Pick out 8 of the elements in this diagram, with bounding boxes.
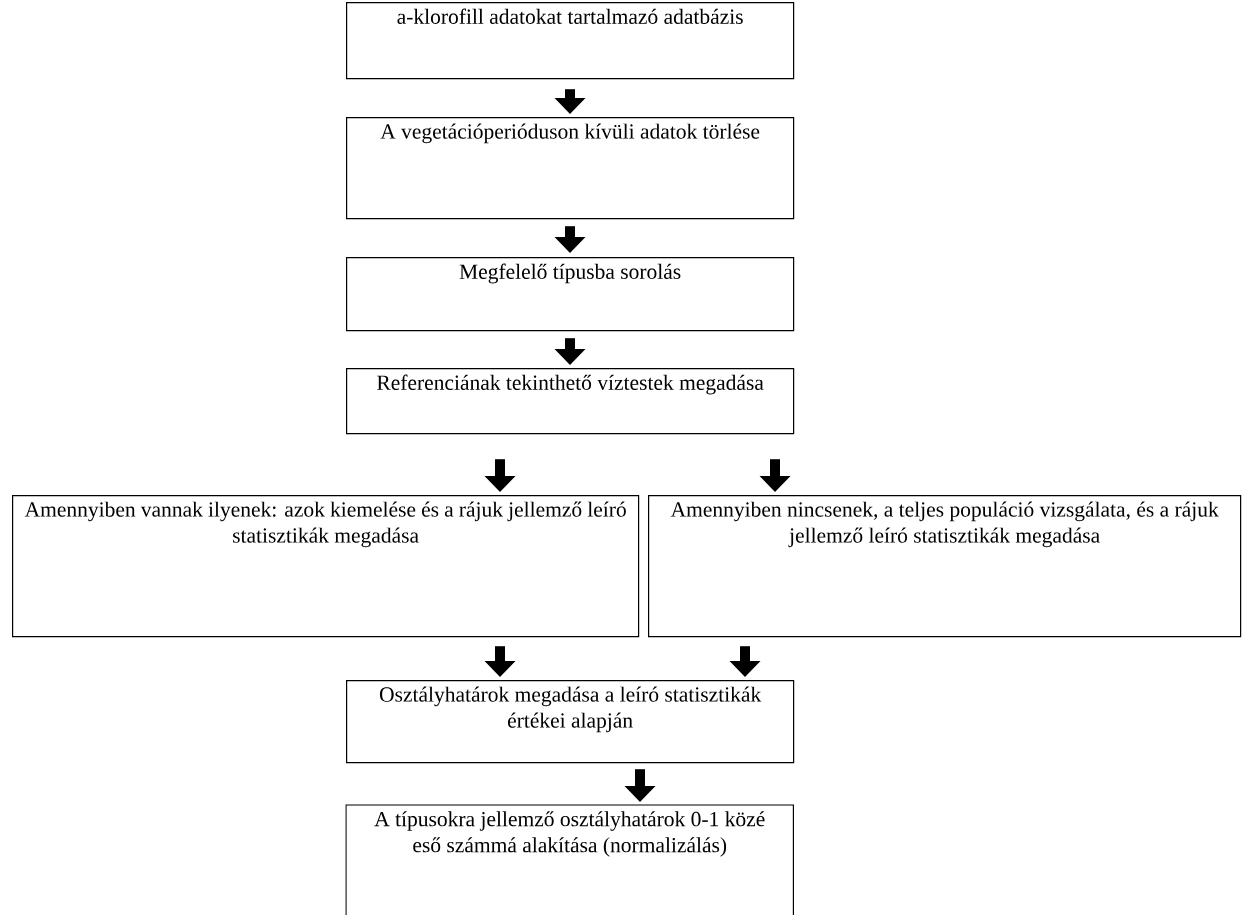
process-box: Osztályhatárok megadása a leíró statisztikák értékei alapján bbox=[346, 680, 795, 764]
process-box: a-klorofill adatokat tartalmazó adatbázis bbox=[346, 2, 795, 80]
process-box: Megfelelő típusba sorolás bbox=[346, 257, 795, 332]
process-box: A vegetációperióduson kívüli adatok törlése bbox=[346, 117, 795, 220]
process-box: Amennyiben vannak ilyenek: azok kiemelése és a rájuk jellemző leíró statisztikák megadása bbox=[12, 495, 640, 638]
process-box: Referenciának tekinthető víztestek megadása bbox=[346, 368, 795, 435]
process-box: A típusokra jellemző osztályhatárok 0-1 közé eső számmá alakítása (normalizálás) bbox=[345, 804, 794, 915]
process-box: Amennyiben nincsenek, a teljes populáció vizsgálata, és a rájuk jellemző leíró statisztikák megadása bbox=[648, 495, 1242, 638]
